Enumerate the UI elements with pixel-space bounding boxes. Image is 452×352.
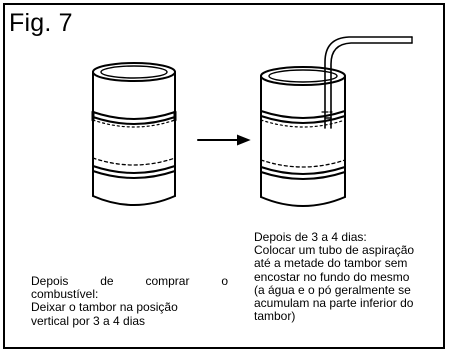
drum-left — [91, 62, 177, 206]
drum-right-hoop-lower-a — [260, 159, 346, 168]
caption-before: Depois de comprar o combustível: Deixar … — [31, 274, 228, 328]
drum-right-hoop-upper-b — [260, 115, 346, 124]
caption-before-line-3: Deixar o tambor na posição — [31, 300, 178, 315]
drum-right-bottom — [260, 196, 346, 207]
caption-after-line-7: tambor) — [254, 309, 296, 324]
caption-after-line-3: até a metade do tambor sem — [254, 256, 408, 271]
drum-left-hoop-lower-c — [92, 170, 176, 179]
drum-right-hoop-lower-b — [260, 166, 346, 175]
drum-right — [260, 66, 346, 207]
caption-before-line-2: combustível: — [31, 287, 99, 302]
arrow — [197, 134, 251, 146]
drum-left-lid-rim — [100, 65, 168, 79]
caption-after-line-1: Depois de 3 a 4 dias: — [254, 231, 367, 244]
drum-right-hoop-upper-c — [260, 119, 346, 128]
suction-tube — [321, 36, 413, 129]
suction-tube-inner — [330, 42, 413, 129]
drum-right-hoop-upper-a — [260, 110, 346, 119]
caption-before-line-4: vertical por 3 a 4 dias — [31, 313, 146, 328]
figure-title: Fig. 7 — [9, 9, 73, 37]
drum-left-hoop-upper-a — [92, 111, 176, 120]
drum-right-hoop-lower-c — [260, 171, 346, 180]
drum-left-bottom — [92, 195, 176, 206]
caption-before-line-1: Depois de comprar o — [31, 274, 228, 288]
caption-after-line-2: Colocar um tubo de aspiração — [254, 243, 415, 258]
caption-after-line-5: (a água e o pó geralmente se — [254, 282, 411, 297]
drum-left-hoop-lower-a — [92, 157, 176, 166]
drum-left-hoop-upper-b — [92, 116, 176, 125]
caption-after: Depois de 3 a 4 dias: Colocar um tubo de… — [254, 231, 444, 323]
caption-after-line-4: encostar no fundo do mesmo — [254, 269, 410, 284]
suction-tube-outer — [324, 36, 413, 129]
drum-left-hoop-upper-c — [92, 119, 176, 128]
drum-right-lid-rim — [268, 69, 338, 83]
figure-frame — [3, 3, 445, 349]
caption-after-line-6: acumulam na parte inferior do — [254, 296, 414, 311]
arrow-head — [237, 134, 251, 146]
drum-left-hoop-lower-b — [92, 165, 176, 174]
